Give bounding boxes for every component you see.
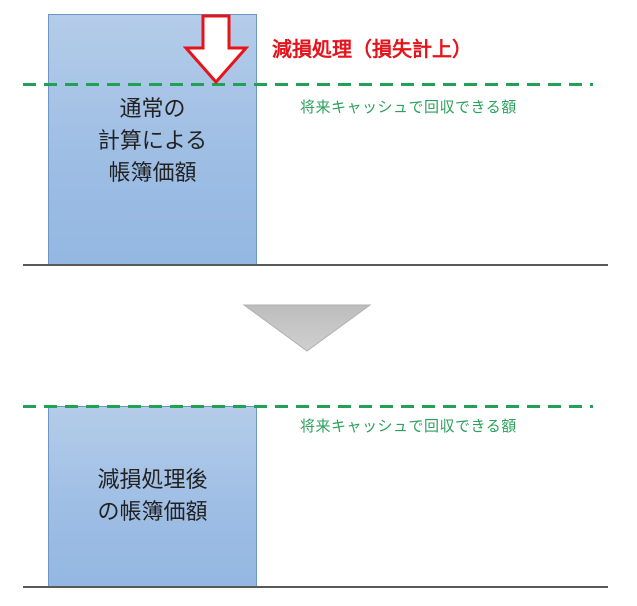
impairment-title: 減損処理（損失計上）	[272, 37, 472, 61]
carrying-amount-after-box: 減損処理後 の帳簿価額	[48, 406, 257, 587]
carrying-amount-before-label: 通常の 計算による 帳簿価額	[97, 96, 208, 186]
recoverable-amount-line-top	[23, 83, 593, 86]
transition-down-triangle-icon	[242, 304, 372, 352]
recoverable-amount-label-bottom: 将来キャッシュで回収できる額	[300, 417, 517, 435]
carrying-amount-after-label: 減損処理後 の帳簿価額	[97, 467, 208, 525]
recoverable-amount-label-top: 将来キャッシュで回収できる額	[300, 98, 517, 116]
baseline-bottom	[23, 586, 608, 588]
recoverable-amount-line-bottom	[23, 405, 593, 408]
baseline-top	[23, 264, 608, 266]
impairment-down-arrow-icon	[183, 14, 249, 84]
